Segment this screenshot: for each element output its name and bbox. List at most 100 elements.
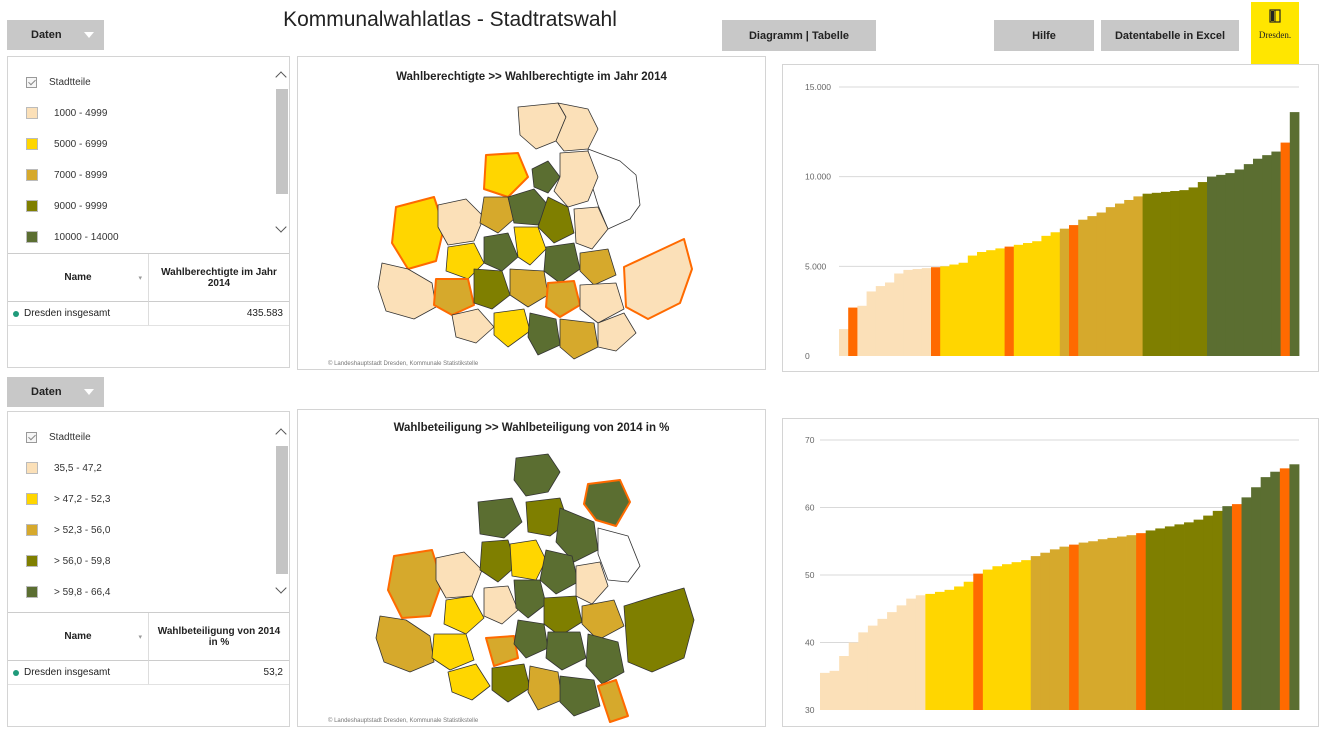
bar[interactable] <box>866 291 877 356</box>
bar[interactable] <box>1289 112 1300 357</box>
bar-highlighted[interactable] <box>1231 504 1242 710</box>
map-panel-1[interactable]: Wahlberechtigte >> Wahlberechtigte im Ja… <box>297 56 766 370</box>
bar[interactable] <box>1270 471 1281 710</box>
dresden-logo[interactable]: Dresden. <box>1251 2 1299 64</box>
bar[interactable] <box>875 286 886 356</box>
help-button[interactable]: Hilfe <box>994 20 1094 51</box>
bar-highlighted[interactable] <box>1136 533 1147 710</box>
bar[interactable] <box>1087 216 1097 356</box>
bar[interactable] <box>1116 536 1127 710</box>
column-header-value[interactable]: Wahlbeteiligung von 2014 in % <box>149 613 289 661</box>
bar[interactable] <box>1142 193 1153 356</box>
bar[interactable] <box>1170 191 1180 356</box>
bar[interactable] <box>1126 535 1137 710</box>
bar[interactable] <box>858 632 869 710</box>
table-row-name[interactable]: Dresden insgesamt <box>8 661 149 685</box>
bar[interactable] <box>912 269 923 356</box>
district-map[interactable] <box>298 57 767 371</box>
bar[interactable] <box>1203 515 1214 710</box>
bar-highlighted[interactable] <box>931 267 941 356</box>
bar[interactable] <box>1011 562 1022 710</box>
bar[interactable] <box>940 266 950 356</box>
bar-highlighted[interactable] <box>1279 468 1290 710</box>
bar[interactable] <box>982 569 993 710</box>
bar[interactable] <box>820 672 830 710</box>
bar[interactable] <box>1124 199 1134 356</box>
bar[interactable] <box>885 282 895 356</box>
bar[interactable] <box>1050 232 1061 356</box>
bar[interactable] <box>963 581 974 710</box>
bar[interactable] <box>1002 564 1012 710</box>
bar[interactable] <box>1030 556 1041 710</box>
bar[interactable] <box>839 329 849 356</box>
bar[interactable] <box>887 612 898 710</box>
bar[interactable] <box>1251 487 1262 710</box>
bar-highlighted[interactable] <box>973 573 984 710</box>
bar[interactable] <box>1225 173 1235 356</box>
sort-icon[interactable]: ▾ <box>138 633 142 641</box>
chevron-down-icon[interactable] <box>275 221 287 233</box>
data-dropdown-bottom[interactable]: Daten <box>7 377 104 407</box>
bar[interactable] <box>986 250 996 356</box>
table-row-name[interactable]: Dresden insgesamt <box>8 302 149 326</box>
bar[interactable] <box>1013 244 1024 356</box>
bar[interactable] <box>1151 192 1162 356</box>
chevron-up-icon[interactable] <box>275 428 287 440</box>
bar[interactable] <box>1115 203 1125 356</box>
bar[interactable] <box>1059 546 1070 710</box>
bar[interactable] <box>1107 537 1118 710</box>
bar[interactable] <box>1174 524 1185 710</box>
map-panel-2[interactable]: Wahlbeteiligung >> Wahlbeteiligung von 2… <box>297 409 766 727</box>
bar[interactable] <box>977 251 987 356</box>
bar[interactable] <box>934 591 945 710</box>
bar[interactable] <box>1096 212 1107 356</box>
bar[interactable] <box>839 656 850 710</box>
bar-highlighted[interactable] <box>848 307 858 356</box>
bar[interactable] <box>1145 530 1156 710</box>
layer-toggle-stadtteile[interactable]: Stadtteile <box>26 432 91 443</box>
bar[interactable] <box>906 598 917 710</box>
bar[interactable] <box>992 566 1003 710</box>
bar[interactable] <box>1021 560 1032 710</box>
bar[interactable] <box>894 273 904 356</box>
bar[interactable] <box>954 586 965 710</box>
scroll-thumb[interactable] <box>276 446 288 574</box>
bar[interactable] <box>1049 549 1060 710</box>
bar[interactable] <box>1271 151 1281 356</box>
bar[interactable] <box>1164 526 1175 710</box>
bar[interactable] <box>915 595 926 710</box>
bar[interactable] <box>1260 477 1271 710</box>
bar[interactable] <box>1253 158 1263 356</box>
column-header-name[interactable]: Name ▾ <box>8 254 149 302</box>
chevron-up-icon[interactable] <box>275 71 287 83</box>
bar-highlighted[interactable] <box>1280 142 1291 356</box>
district-map[interactable] <box>298 410 767 728</box>
bar[interactable] <box>1243 164 1254 356</box>
checkbox-icon[interactable] <box>26 77 37 88</box>
bar[interactable] <box>867 625 878 710</box>
bar[interactable] <box>1097 539 1108 710</box>
bar[interactable] <box>1193 519 1204 710</box>
bar[interactable] <box>1078 542 1089 710</box>
legend-scrollbar[interactable] <box>274 420 290 604</box>
bar[interactable] <box>944 589 955 710</box>
bar-highlighted[interactable] <box>1004 246 1015 356</box>
view-toggle-button[interactable]: Diagramm | Tabelle <box>722 20 876 51</box>
bar[interactable] <box>1179 190 1189 356</box>
bar[interactable] <box>877 618 888 710</box>
bar[interactable] <box>1222 506 1233 710</box>
bar[interactable] <box>1212 510 1223 710</box>
bar[interactable] <box>967 255 978 356</box>
bar[interactable] <box>1023 243 1033 356</box>
bar[interactable] <box>1161 191 1171 356</box>
sort-icon[interactable]: ▾ <box>138 274 142 282</box>
bar[interactable] <box>1234 169 1245 356</box>
bar[interactable] <box>829 670 840 710</box>
bar[interactable] <box>1241 497 1252 710</box>
bar[interactable] <box>1289 464 1300 710</box>
bar[interactable] <box>1184 522 1195 710</box>
bar[interactable] <box>949 264 959 356</box>
chevron-down-icon[interactable] <box>275 582 287 594</box>
